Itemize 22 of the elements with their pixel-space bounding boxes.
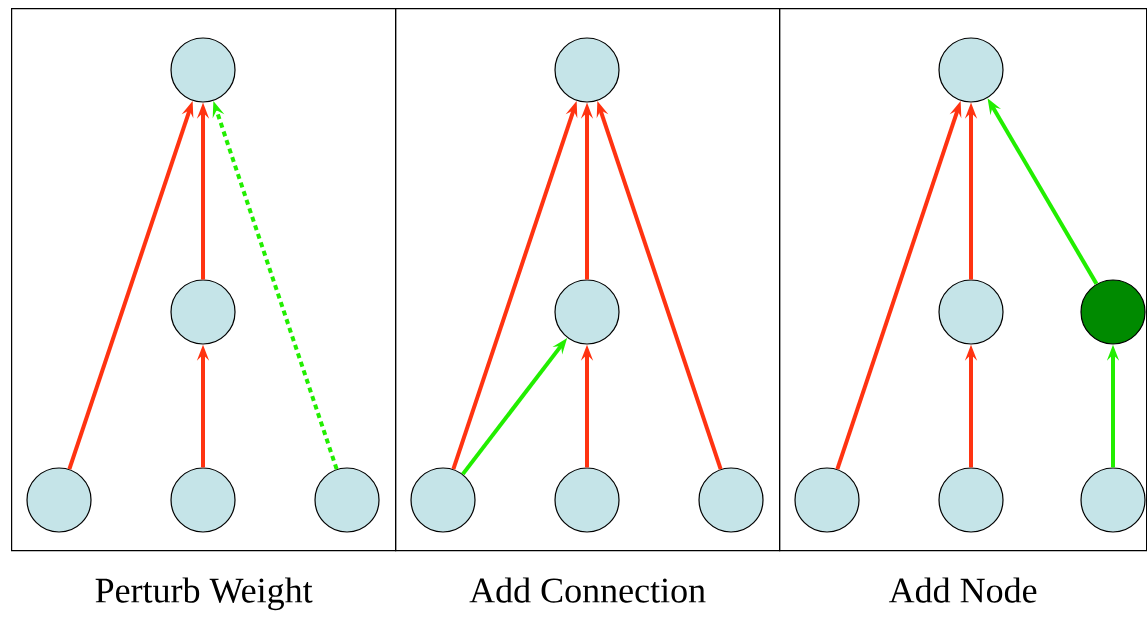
neuron-circle [938,467,1004,533]
panel: Add Node [779,8,1147,603]
panel: Add Connection [395,8,781,603]
neuron-circle [698,467,764,533]
panel: Perturb Weight [11,8,397,611]
neuron-circle [554,279,620,345]
neuron-circle [410,467,476,533]
neuron-circle [314,467,380,533]
neuron-circle [1080,279,1146,345]
neuron-circle [938,37,1004,103]
node-label: Add Node [888,577,1037,603]
neuron-circle [1080,467,1146,533]
neuron-circle [938,279,1004,345]
neuron-circle [170,279,236,345]
neuron-circle [170,467,236,533]
neuron-circle [170,37,236,103]
neuron-circle [554,37,620,103]
node-label: Add Connection [469,577,706,603]
node-label: Perturb Weight [95,577,313,611]
neuron-circle [794,467,860,533]
neuron-circle [26,467,92,533]
neuron-circle [554,467,620,533]
